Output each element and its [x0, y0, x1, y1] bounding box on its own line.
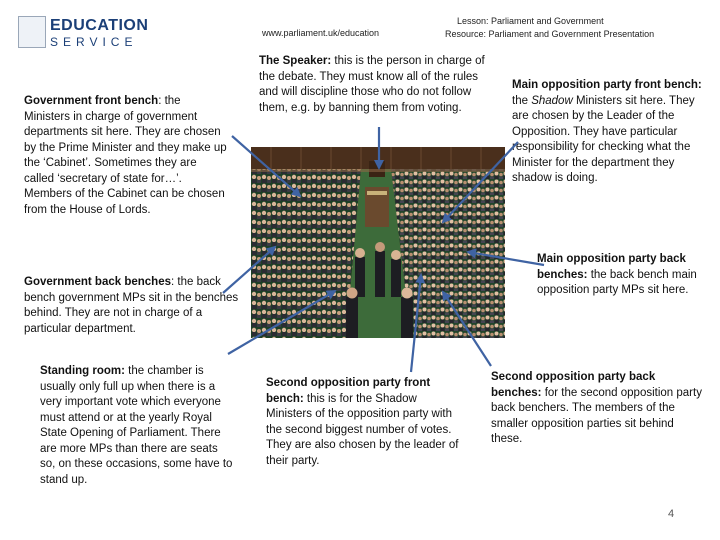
callout-second-opposition-back-benches: Second opposition party back benches: fo… [491, 370, 706, 448]
callout-speaker: The Speaker: this is the person in charg… [259, 54, 494, 116]
callout-opp-front-title: Main opposition party front bench: [512, 79, 702, 91]
callout-gov-back-text: : the back bench government MPs sit in t… [24, 276, 239, 335]
callout-second-front-title: Second opposition party front bench: [266, 377, 431, 405]
callout-gov-back-benches: Government back benches: the back bench … [24, 275, 239, 337]
callout-opposition-front-bench: Main opposition party front bench: the S… [512, 78, 707, 187]
callout-second-back-text: for the second opposition party back ben… [491, 386, 702, 446]
lesson-title: Lesson: Parliament and Government [457, 16, 604, 26]
callout-second-opposition-front-bench: Second opposition party front bench: thi… [266, 376, 461, 469]
callout-standing-title: Standing room: [40, 365, 125, 377]
callout-gov-back-title: Government back benches [24, 276, 171, 288]
callout-second-back-title: Second opposition party back benches: [491, 371, 656, 399]
callout-standing-room: Standing room: the chamber is usually on… [40, 364, 235, 488]
resource-title: Resource: Parliament and Government Pres… [445, 29, 655, 39]
callout-opp-front-italic: Shadow [531, 94, 573, 107]
page-number: 4 [668, 508, 675, 520]
site-url: www.parliament.uk/education [262, 28, 380, 38]
callout-opp-back-title: Main opposition party back benches: [537, 253, 686, 281]
callout-opp-front-text-post: Ministers sit here. They are chosen by t… [512, 94, 695, 185]
callout-gov-front-text: : the Ministers in charge of government … [24, 95, 227, 216]
education-service-logo: EDUCATION SERVICE [18, 16, 148, 52]
callout-gov-front-title: Government front bench [24, 95, 159, 107]
callout-opp-front-text-pre: the [512, 94, 532, 107]
callout-gov-front-bench: Government front bench: the Ministers in… [24, 94, 229, 218]
logo-title: EDUCATION [50, 17, 149, 34]
callout-second-front-text: this is for the Shadow Ministers of the … [266, 392, 459, 467]
callout-standing-text: the chamber is usually only full up when… [40, 365, 233, 486]
callout-speaker-title: The Speaker: [259, 55, 332, 67]
callout-opp-back-text: the back bench main opposition party MPs… [537, 268, 697, 297]
commons-chamber-photo [251, 147, 505, 338]
logo-subtitle: SERVICE [50, 35, 138, 49]
callout-speaker-text: this is the person in charge of the deba… [259, 55, 485, 114]
callout-opposition-back-benches: Main opposition party back benches: the … [537, 252, 707, 299]
portcullis-icon [18, 16, 46, 48]
